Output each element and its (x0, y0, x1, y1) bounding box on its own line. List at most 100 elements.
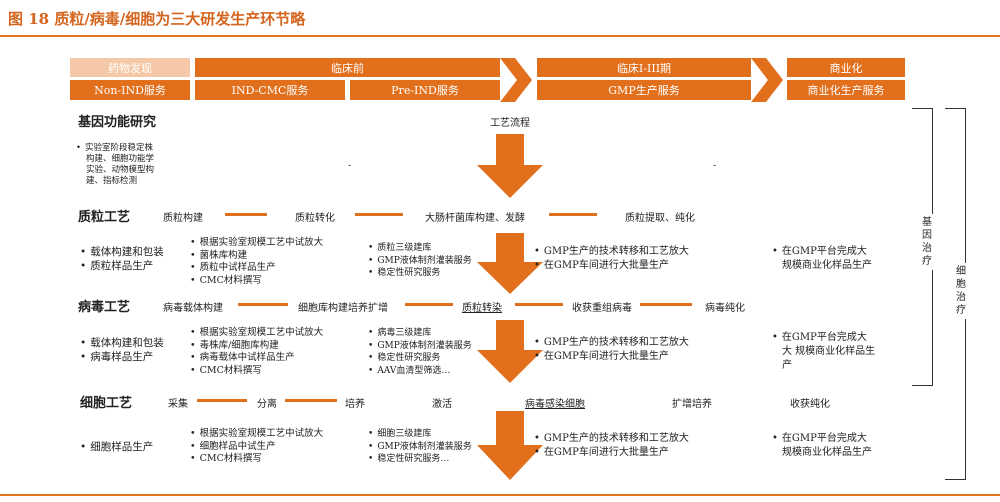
virus-col1-item-2: 病毒样品生产 (80, 350, 164, 364)
plasmid-col5: 在GMP平台完成大 规模商业化样品生产 (772, 245, 872, 273)
down-arrow-1 (477, 134, 543, 198)
plasmid-step-4: 质粒提取、纯化 (625, 213, 695, 224)
cell-step-7: 收获纯化 (790, 399, 830, 410)
gene-function-bullets: 实验室阶段稳定株 构建、细胞功能学 实验、动物模型构 建、指标检测 (76, 143, 154, 187)
cell-col1-item-1: 细胞样品生产 (80, 440, 153, 454)
cell-col1: 细胞样品生产 (80, 440, 153, 454)
cell-col4: GMP生产的技术转移和工艺放大 在GMP车间进行大批量生产 (534, 432, 689, 460)
gene-function-dash-1: - (348, 160, 352, 171)
virus-col1: 载体构建和包装 病毒样品生产 (80, 336, 164, 364)
down-arrow-3 (477, 320, 543, 383)
cell-col2-item-2: 细胞样品中试生产 (190, 441, 323, 454)
plasmid-col2-item-1: 根据实验室规模工艺中试放大 (190, 237, 324, 250)
cell-col5-item-1: 在GMP平台完成大 (772, 432, 872, 446)
cell-col3-item-3: 稳定性研究服务… (368, 453, 472, 466)
plasmid-arrow-1 (225, 213, 267, 216)
plasmid-col2-item-2: 菌株库构建 (190, 250, 323, 263)
service-commercial: 商业化生产服务 (787, 80, 905, 100)
virus-step-4: 收获重组病毒 (572, 303, 632, 314)
cell-col5-item-2: 规模商业化样品生产 (782, 447, 872, 458)
cell-col2-item-1: 根据实验室规模工艺中试放大 (190, 428, 324, 441)
cell-step-3: 培养 (345, 399, 365, 410)
plasmid-col3-item-3: 稳定性研究服务 (368, 267, 472, 280)
cell-col4-item-2: 在GMP车间进行大批量生产 (534, 446, 689, 460)
gene-function-bullet-2: 构建、细胞功能学 (86, 154, 155, 164)
plasmid-col3-item-2: GMP液体制剂灌装服务 (368, 255, 471, 268)
phase-preclinical: 临床前 (195, 58, 500, 77)
virus-col3-item-1: 病毒三级建库 (368, 327, 472, 340)
virus-step-2: 细胞库构建培养扩增 (298, 303, 388, 314)
virus-col3-item-3: 稳定性研究服务 (368, 352, 472, 365)
cell-therapy-label: 细胞治疗 (955, 263, 967, 319)
phase-commercial: 商业化 (787, 58, 905, 77)
virus-step-5: 病毒纯化 (705, 303, 745, 314)
virus-col1-item-1: 载体构建和包装 (80, 336, 164, 350)
plasmid-step-1: 质粒构建 (163, 213, 203, 224)
plasmid-arrow-2 (355, 213, 403, 216)
plasmid-step-3: 大肠杆菌库构建、发酵 (425, 213, 525, 224)
cell-col3-item-1: 细胞三级建库 (368, 428, 472, 441)
plasmid-col1-item-1: 载体构建和包装 (80, 245, 164, 259)
down-arrow-4 (477, 411, 543, 480)
cell-col2: 根据实验室规模工艺中试放大 细胞样品中试生产 CMC材料撰写 (190, 428, 324, 466)
bottom-rule (0, 494, 1000, 496)
cell-col3: 细胞三级建库 GMP液体制剂灌装服务 稳定性研究服务… (368, 428, 472, 466)
virus-col4-item-2: 在GMP车间进行大批量生产 (534, 350, 689, 364)
plasmid-col5-item-2: 规模商业化样品生产 (782, 260, 872, 271)
service-non-ind-label: Non-IND服务 (94, 84, 166, 97)
virus-col2-item-3: 病毒载体中试样品生产 (190, 352, 323, 365)
phase-clinical: 临床I-III期 (537, 58, 751, 77)
phase-commercial-label: 商业化 (829, 61, 863, 75)
cell-col2-item-3: CMC材料撰写 (190, 453, 323, 466)
plasmid-col5-item-1: 在GMP平台完成大 (772, 245, 872, 259)
virus-col5-item-3: 产 (782, 360, 792, 371)
gene-function-bullet-1: 实验室阶段稳定株 (76, 143, 154, 154)
phase-preclinical-label: 临床前 (331, 61, 364, 75)
virus-arrow-2 (405, 303, 453, 306)
cell-step-1: 采集 (168, 399, 188, 410)
plasmid-col1-item-2: 质粒样品生产 (80, 259, 164, 273)
virus-col5: 在GMP平台完成大 大 规模商业化样品生 产 (772, 331, 875, 373)
chevron-arrow-1 (500, 58, 532, 102)
virus-col4: GMP生产的技术转移和工艺放大 在GMP车间进行大批量生产 (534, 336, 689, 364)
top-rule (0, 35, 1000, 37)
virus-col3-item-2: GMP液体制剂灌装服务 (368, 340, 471, 353)
cell-step-4: 激活 (432, 399, 452, 410)
plasmid-step-2: 质粒转化 (295, 213, 335, 224)
plasmid-col2-item-3: 质粒中试样品生产 (190, 262, 323, 275)
virus-col3: 病毒三级建库 GMP液体制剂灌装服务 稳定性研究服务 AAV血清型筛选… (368, 327, 472, 378)
phase-drug-discovery-label: 药物发现 (108, 61, 152, 75)
process-flow-label: 工艺流程 (490, 118, 530, 129)
virus-step-1: 病毒载体构建 (163, 303, 223, 314)
cell-step-5: 病毒感染细胞 (525, 399, 585, 410)
virus-col5-item-1: 在GMP平台完成大 (772, 331, 875, 345)
cell-label: 细胞工艺 (80, 396, 133, 411)
cell-step-2: 分离 (257, 399, 277, 410)
cell-col3-item-2: GMP液体制剂灌装服务 (368, 441, 471, 454)
virus-col3-item-4: AAV血清型筛选… (368, 365, 472, 378)
virus-arrow-4 (640, 303, 692, 306)
plasmid-col3-item-1: 质粒三级建库 (368, 242, 472, 255)
virus-col2-item-1: 根据实验室规模工艺中试放大 (190, 327, 324, 340)
plasmid-col1: 载体构建和包装 质粒样品生产 (80, 245, 164, 273)
gene-function-dash-2: - (713, 160, 717, 171)
service-ind-cmc: IND-CMC服务 (195, 80, 345, 100)
plasmid-col4: GMP生产的技术转移和工艺放大 在GMP车间进行大批量生产 (534, 245, 689, 273)
plasmid-label: 质粒工艺 (78, 210, 131, 225)
chevron-arrow-2 (751, 58, 783, 102)
service-commercial-label: 商业化生产服务 (807, 84, 885, 97)
plasmid-col4-item-2: 在GMP车间进行大批量生产 (534, 259, 689, 273)
gene-therapy-label: 基因治疗 (921, 214, 933, 270)
service-gmp: GMP生产服务 (537, 80, 751, 100)
virus-col4-item-1: GMP生产的技术转移和工艺放大 (534, 336, 689, 350)
phase-clinical-label: 临床I-III期 (616, 61, 672, 75)
cell-col5: 在GMP平台完成大 规模商业化样品生产 (772, 432, 872, 460)
plasmid-col3: 质粒三级建库 GMP液体制剂灌装服务 稳定性研究服务 (368, 242, 472, 280)
virus-col2-item-2: 毒株库/细胞库构建 (190, 340, 323, 353)
virus-arrow-1 (238, 303, 288, 306)
cell-arrow-1 (197, 399, 247, 402)
virus-col5-item-2: 大 规模商业化样品生 (782, 346, 876, 357)
gene-function-label: 基因功能研究 (78, 115, 157, 130)
virus-label: 病毒工艺 (78, 300, 131, 315)
